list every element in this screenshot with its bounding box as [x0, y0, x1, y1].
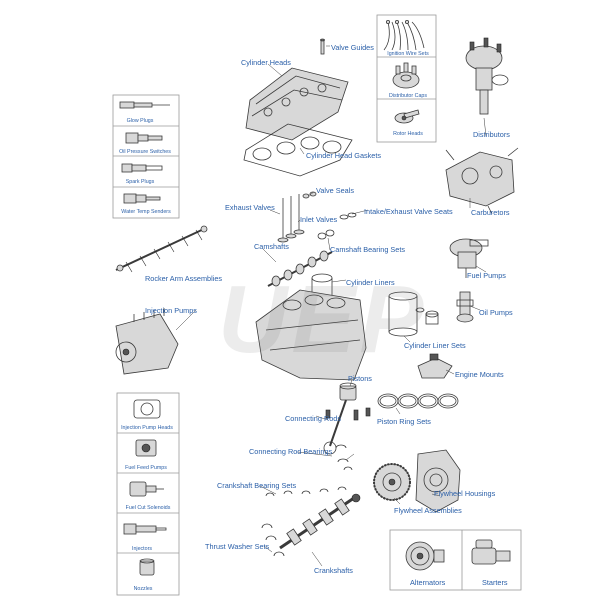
crankshaft-bearing-sets-image[interactable]: [265, 486, 347, 497]
label-cylinder-liner-sets[interactable]: Cylinder Liner Sets: [404, 341, 466, 350]
label-inlet-valves[interactable]: Inlet Valves: [300, 215, 338, 224]
label-cylinder-heads[interactable]: Cylinder Heads: [241, 58, 291, 67]
engine-mounts-image[interactable]: [417, 353, 453, 379]
leader-lines: [175, 45, 487, 567]
carburetors-image[interactable]: [445, 147, 519, 215]
fuel-cut-solenoids-image[interactable]: [129, 481, 164, 497]
label-injection-pumps[interactable]: Injection Pumps: [145, 306, 197, 315]
label-distributors[interactable]: Distributors: [473, 130, 510, 139]
label-flywheel-assemblies[interactable]: Flywheel Assemblies: [394, 506, 462, 515]
distributors-image[interactable]: [465, 37, 509, 115]
injection-pumps-image[interactable]: [115, 308, 179, 375]
pistons-image[interactable]: [339, 382, 357, 401]
thrust-washer-sets-image[interactable]: [261, 523, 285, 557]
distributor-caps-image[interactable]: [392, 62, 420, 89]
label-rotor-heads[interactable]: Rotor Heads: [393, 131, 423, 137]
oil-pumps-image[interactable]: [456, 291, 474, 323]
label-fuel-cut-solenoids[interactable]: Fuel Cut Solenoids: [125, 505, 171, 511]
label-camshafts[interactable]: Camshafts: [254, 242, 289, 251]
label-fuel-pumps[interactable]: Fuel Pumps: [467, 271, 506, 280]
fuel-pumps-image[interactable]: [449, 238, 489, 278]
label-pistons[interactable]: Pistons: [348, 374, 372, 383]
engine-block-image[interactable]: [255, 289, 367, 381]
electrical-box: [389, 529, 522, 591]
label-flywheel-housings[interactable]: Flywheel Housings: [434, 489, 496, 498]
label-exhaust-valves[interactable]: Exhaust Valves: [225, 203, 275, 212]
label-valve-guides[interactable]: Valve Guides: [331, 43, 374, 52]
connecting-rods-image[interactable]: [323, 399, 371, 455]
oil-pressure-switches-image[interactable]: [125, 132, 163, 144]
alternators-image[interactable]: [405, 541, 445, 571]
label-nozzles[interactable]: Nozzles: [133, 586, 153, 592]
camshaft-bearing-sets-image[interactable]: [317, 229, 335, 240]
label-injection-pump-heads[interactable]: Injection Pump Heads: [121, 425, 173, 431]
camshafts-image[interactable]: [267, 250, 333, 287]
label-spark-plugs[interactable]: Spark Plugs: [125, 179, 155, 185]
label-cylinder-head-gaskets[interactable]: Cylinder Head Gaskets: [306, 151, 382, 160]
label-oil-pressure-switches[interactable]: Oil Pressure Switches: [119, 149, 171, 155]
valve-seats-image[interactable]: [339, 212, 357, 220]
water-temp-senders-image[interactable]: [123, 193, 161, 204]
label-alternators[interactable]: Alternators: [410, 578, 446, 587]
label-camshaft-bearing-sets[interactable]: Camshaft Bearing Sets: [330, 245, 406, 254]
label-cylinder-liners[interactable]: Cylinder Liners: [346, 278, 395, 287]
label-piston-ring-sets[interactable]: Piston Ring Sets: [377, 417, 431, 426]
label-rocker-arm-assemblies[interactable]: Rocker Arm Assemblies: [145, 274, 223, 283]
label-ignition-wire-sets[interactable]: Ignition Wire Sets: [387, 51, 429, 57]
cylinder-liner-sets-image[interactable]: [388, 291, 439, 337]
flywheel-housings-image[interactable]: [415, 449, 461, 513]
label-glow-plugs[interactable]: Glow Plugs: [126, 118, 154, 124]
label-engine-mounts[interactable]: Engine Mounts: [455, 370, 504, 379]
label-distributor-caps[interactable]: Distributor Caps: [389, 93, 427, 99]
starters-image[interactable]: [471, 539, 511, 565]
fuel-feed-pumps-image[interactable]: [135, 439, 157, 457]
label-crankshafts[interactable]: Crankshafts: [314, 566, 353, 575]
injection-box: [116, 392, 180, 596]
label-fuel-feed-pumps[interactable]: Fuel Feed Pumps: [125, 465, 167, 471]
rotor-heads-image[interactable]: [394, 109, 420, 124]
label-connecting-rod-bearings[interactable]: Connecting Rod Bearings: [249, 447, 333, 456]
ignition-box: [376, 14, 437, 143]
ignition-wire-sets-image[interactable]: [383, 19, 425, 51]
cylinder-heads-image[interactable]: [245, 67, 349, 141]
connecting-rod-bearings-image[interactable]: [335, 444, 353, 471]
injection-pump-heads-image[interactable]: [133, 399, 161, 419]
glow-plugs-image[interactable]: [119, 101, 170, 109]
nozzles-image[interactable]: [139, 558, 155, 576]
flywheel-image[interactable]: [373, 463, 411, 501]
valve-guides-image[interactable]: [320, 38, 325, 55]
injectors-image[interactable]: [123, 523, 167, 535]
label-water-temp-senders[interactable]: Water Temp Senders: [121, 209, 171, 215]
rocker-arm-assemblies-image[interactable]: [115, 225, 208, 273]
label-connecting-rods[interactable]: Connecting Rods: [285, 414, 341, 423]
label-oil-pumps[interactable]: Oil Pumps: [479, 308, 513, 317]
label-injectors[interactable]: Injectors: [131, 546, 153, 552]
label-crankshaft-bearing-sets[interactable]: Crankshaft Bearing Sets: [217, 481, 297, 490]
spark-plugs-image[interactable]: [121, 163, 163, 173]
piston-ring-sets-image[interactable]: [377, 393, 459, 409]
cylinder-head-gaskets-image[interactable]: [243, 123, 353, 177]
valve-seals-image[interactable]: [302, 191, 317, 199]
label-intake-exhaust-valve-seats[interactable]: Intake/Exhaust Valve Seats: [364, 207, 453, 216]
crankshafts-image[interactable]: [279, 493, 361, 550]
label-valve-seals[interactable]: Valve Seals: [316, 186, 354, 195]
label-carburetors[interactable]: Carburetors: [471, 208, 510, 217]
label-thrust-washer-sets[interactable]: Thrust Washer Sets: [205, 542, 270, 551]
valves-image[interactable]: [277, 194, 305, 243]
sensors-box: [112, 94, 180, 219]
label-starters[interactable]: Starters: [482, 578, 508, 587]
